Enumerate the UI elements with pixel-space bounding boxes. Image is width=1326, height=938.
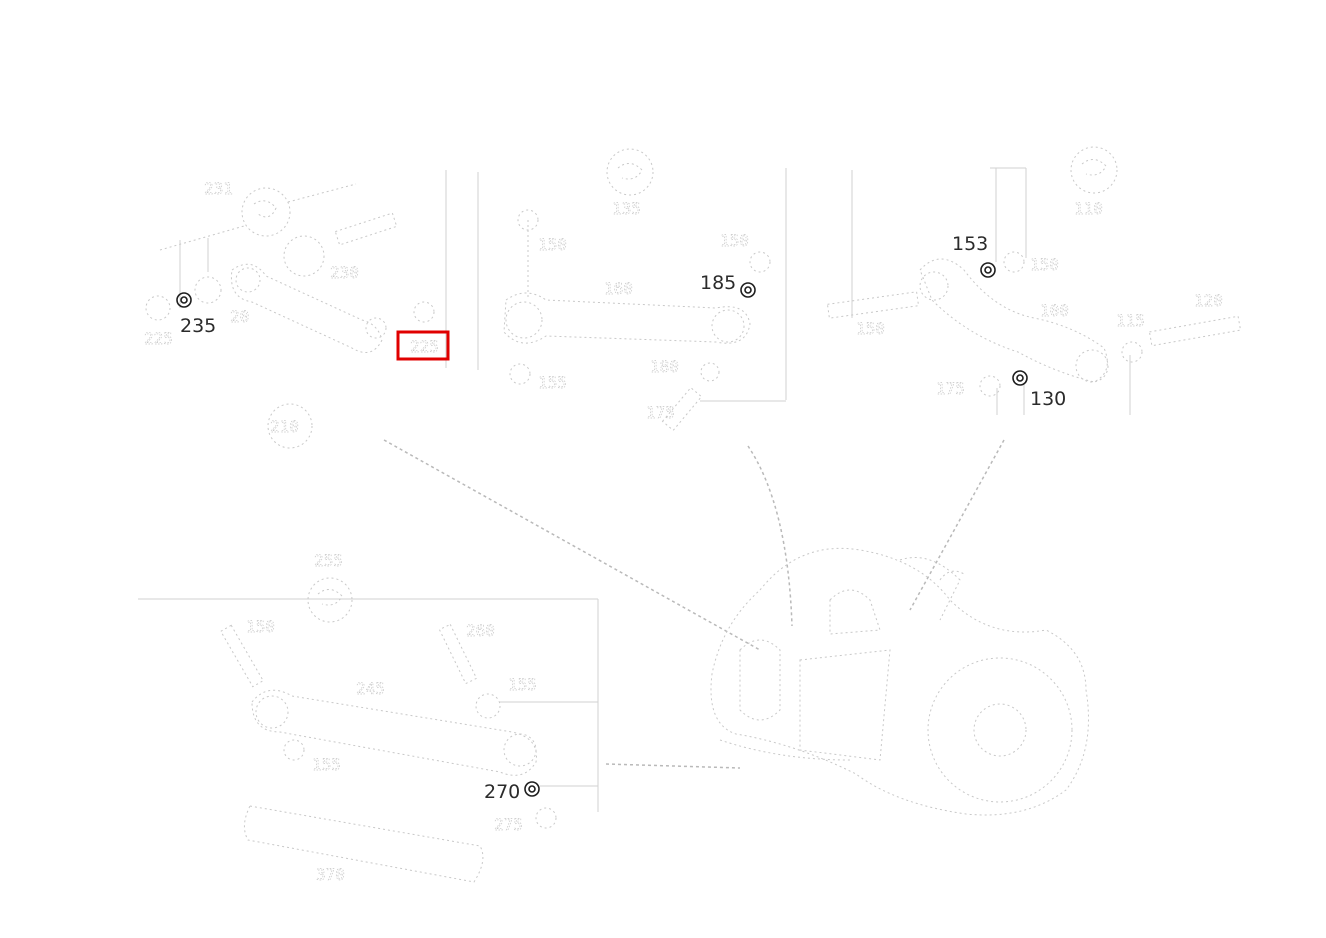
svg-text:150: 150 <box>538 235 567 254</box>
axle-overview <box>710 547 1089 816</box>
svg-text:160: 160 <box>604 279 633 298</box>
svg-text:150: 150 <box>1030 255 1059 274</box>
svg-text:260: 260 <box>466 621 495 640</box>
svg-text:20: 20 <box>230 307 249 326</box>
lower-left-arm-assembly: 255 150 260 155 245 155 275 370 270 <box>220 551 557 884</box>
svg-text:100: 100 <box>1040 301 1069 320</box>
part-label-235: 235 <box>180 315 216 337</box>
svg-text:275: 275 <box>494 815 523 834</box>
svg-text:230: 230 <box>330 263 359 282</box>
part-label-185: 185 <box>700 272 736 294</box>
upper-right-arm-assembly: 110 150 120 115 100 150 175 153 130 <box>826 146 1242 410</box>
upper-middle-link-assembly: 135 150 155 160 150 180 175 185 <box>503 148 771 432</box>
svg-text:370: 370 <box>316 865 345 884</box>
part-label-130: 130 <box>1030 388 1066 410</box>
svg-text:150: 150 <box>856 319 885 338</box>
svg-text:175: 175 <box>646 403 675 422</box>
svg-text:155: 155 <box>312 755 341 774</box>
washer-235: 235 <box>176 292 216 337</box>
part-label-270: 270 <box>484 781 520 803</box>
svg-text:150: 150 <box>720 231 749 250</box>
overview-marker: 210 <box>267 403 1005 769</box>
part-label-153: 153 <box>952 233 988 255</box>
svg-text:110: 110 <box>1074 199 1103 218</box>
svg-text:120: 120 <box>1194 291 1223 310</box>
svg-text:150: 150 <box>246 617 275 636</box>
selected-callout[interactable]: 225 <box>396 330 450 361</box>
svg-text:155: 155 <box>508 675 537 694</box>
svg-text:225: 225 <box>144 329 173 348</box>
svg-text:225: 225 <box>410 337 439 356</box>
svg-text:155: 155 <box>538 373 567 392</box>
svg-text:115: 115 <box>1116 311 1145 330</box>
svg-text:180: 180 <box>650 357 679 376</box>
svg-text:231: 231 <box>204 179 233 198</box>
svg-text:135: 135 <box>612 199 641 218</box>
upper-left-arm-assembly: 231 230 225 20 <box>144 179 435 353</box>
svg-text:245: 245 <box>356 679 385 698</box>
svg-text:175: 175 <box>936 379 965 398</box>
panel-frames <box>138 167 1131 812</box>
svg-text:255: 255 <box>314 551 343 570</box>
svg-text:210: 210 <box>270 417 299 436</box>
